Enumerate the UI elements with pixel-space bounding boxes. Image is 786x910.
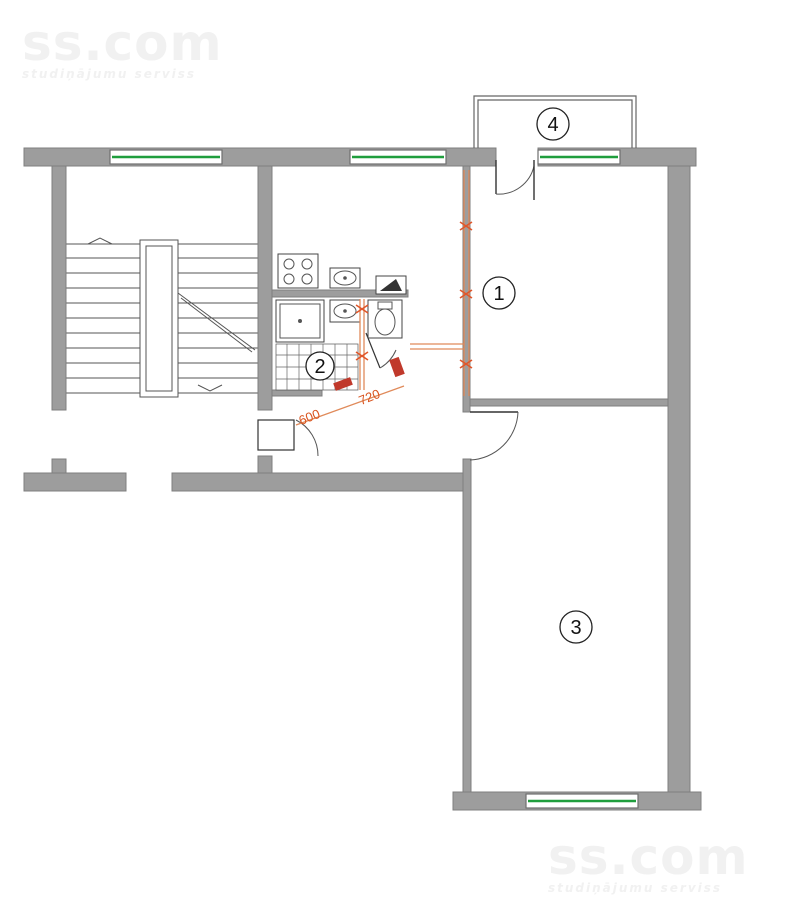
door-room-3 xyxy=(469,411,519,461)
bathroom-sink xyxy=(329,299,361,323)
wall-bottom-mid xyxy=(171,472,471,492)
watermark-tagline-bottom: studiņājumu serviss xyxy=(548,881,723,895)
wall-bottom-left xyxy=(23,472,127,492)
wall-room1-left xyxy=(462,165,471,413)
wall-right xyxy=(667,165,691,795)
room-label-1: 1 xyxy=(482,276,516,310)
door-entrance xyxy=(257,419,319,457)
window-kitchen xyxy=(349,149,447,165)
watermark-tagline: studiņājumu serviss xyxy=(22,67,197,81)
room-label-4: 4 xyxy=(536,107,570,141)
window-room-3 xyxy=(525,793,639,809)
wall-bathroom-bottom xyxy=(271,389,323,397)
shower-tray xyxy=(275,299,325,343)
wall-bathroom-top xyxy=(271,289,409,298)
room-label-2: 2 xyxy=(305,351,335,381)
wall-stairwell-left xyxy=(51,165,67,411)
door-balcony xyxy=(495,160,535,200)
watermark-brand-bottom: ss.com xyxy=(548,828,749,886)
water-heater xyxy=(375,275,407,295)
dimension-600: 600 xyxy=(296,406,322,428)
door-bathroom xyxy=(352,332,397,373)
wall-room-divider xyxy=(469,398,669,407)
room-label-3: 3 xyxy=(559,610,593,644)
room-number-2: 2 xyxy=(314,356,325,378)
watermark-bottom: ss.com studiņājumu serviss xyxy=(548,832,749,894)
stairwell xyxy=(66,237,258,398)
wall-room3-left xyxy=(462,458,472,795)
stove xyxy=(277,253,319,289)
room-number-4: 4 xyxy=(547,114,558,136)
windows xyxy=(109,149,639,809)
stair-well-inner xyxy=(145,245,173,392)
window-room-1 xyxy=(537,149,621,165)
stair-steps xyxy=(66,237,258,394)
balcony xyxy=(473,95,637,148)
wall-stairwell-right xyxy=(257,165,273,411)
toilet xyxy=(367,299,403,339)
walls xyxy=(23,147,702,811)
watermark-brand: ss.com xyxy=(22,14,223,72)
room-number-3: 3 xyxy=(570,617,581,639)
wall-stub-entry xyxy=(257,455,273,474)
room-number-1: 1 xyxy=(493,283,504,305)
window-kitchen-left xyxy=(109,149,223,165)
kitchen-sink xyxy=(329,267,361,289)
renovation-markup xyxy=(295,170,473,426)
watermark-top: ss.com studiņājumu serviss xyxy=(22,18,223,80)
wall-stub-left xyxy=(51,458,67,474)
doors xyxy=(257,160,535,461)
